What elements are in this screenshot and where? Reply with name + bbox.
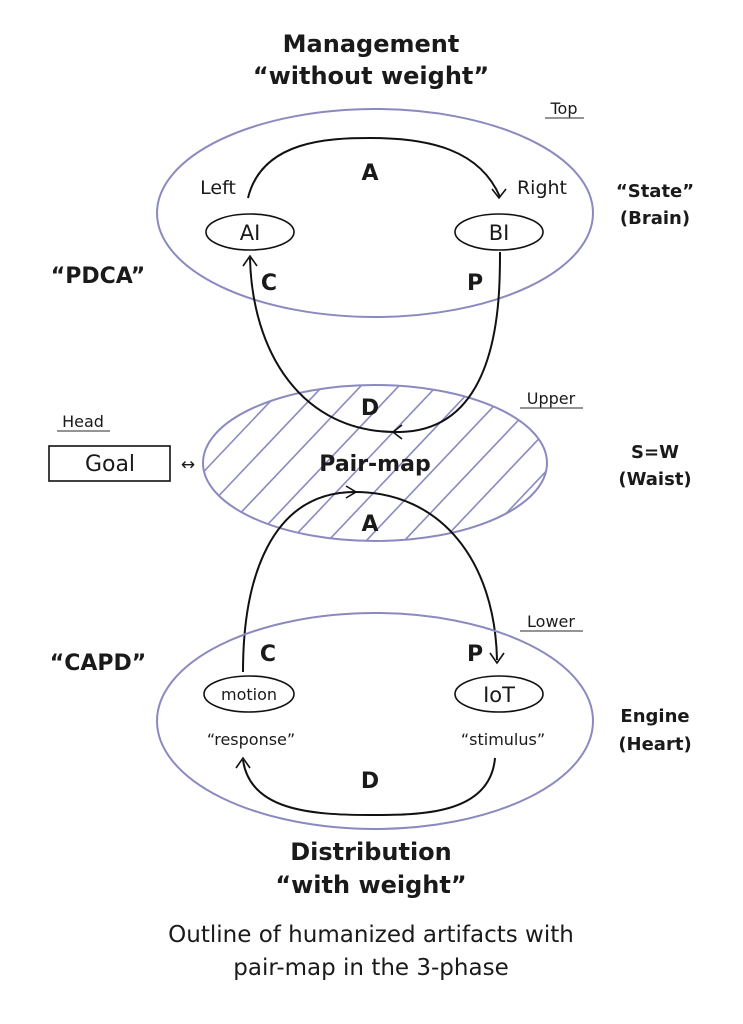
top-right-label: Right [517, 177, 567, 199]
upper-tag: Upper [527, 389, 576, 408]
top-arc-a [247, 136, 501, 199]
hatch-line [652, 370, 743, 560]
goal-label: Goal [85, 452, 135, 477]
lower-d-label: D [361, 769, 379, 794]
hatch-line [576, 370, 743, 560]
pdca-label: “PDCA” [51, 264, 145, 289]
node-bi-ellipse [454, 213, 544, 251]
node-ai-label: AI [240, 221, 261, 245]
top-left-label: Left [200, 177, 236, 199]
brain-label: (Brain) [620, 208, 690, 229]
header-line1: Management [283, 30, 460, 58]
top-loop-arrowhead-d [391, 424, 403, 440]
middle-hatching [203, 370, 743, 560]
top-arc-a-arrowhead [491, 188, 507, 200]
hatch-line [423, 385, 547, 541]
hatch-line [309, 385, 491, 541]
lower-p-label: P [467, 642, 483, 667]
waist-label: (Waist) [618, 469, 691, 490]
top-phase-ellipse [156, 108, 594, 318]
top-loop-arc-pd-c [249, 251, 501, 434]
lower-arc-d [242, 757, 496, 817]
node-bi-label: BI [489, 221, 510, 245]
state-label: “State” [616, 181, 694, 202]
top-p-label: P [467, 271, 483, 296]
footer-line1: Distribution [290, 838, 452, 866]
upper-d-label: D [361, 396, 379, 421]
pair-map-label: Pair-map [319, 452, 430, 477]
lower-tag: Lower [527, 612, 575, 631]
caption-line2: pair-map in the 3-phase [233, 955, 508, 981]
footer-line2: “with weight” [275, 871, 466, 899]
head-tag: Head [62, 412, 104, 431]
hatch-line [203, 385, 301, 541]
caption-line1: Outline of humanized artifacts with [168, 922, 574, 948]
top-c-label: C [261, 271, 277, 296]
upper-a-label: A [361, 512, 378, 537]
header-line2: “without weight” [253, 62, 489, 90]
hatch-line [614, 370, 743, 560]
hatch-line [271, 385, 453, 541]
hatch-line [690, 370, 743, 560]
stimulus-label: “stimulus” [461, 730, 545, 749]
capd-label: “CAPD” [50, 651, 146, 676]
engine-label: Engine [620, 706, 689, 727]
top-loop-arrowhead-ai [242, 254, 258, 267]
node-iot-label: IoT [483, 683, 515, 707]
node-motion-label: motion [221, 685, 277, 704]
lower-c-label: C [260, 642, 276, 667]
goal-box [48, 445, 171, 482]
node-ai-ellipse [205, 213, 295, 251]
top-tag: Top [550, 99, 578, 118]
response-label: “response” [207, 730, 295, 749]
bottom-loop-arrowhead-a [345, 485, 358, 499]
lower-phase-ellipse [156, 612, 594, 830]
sw-label: S=W [631, 442, 679, 463]
node-motion-ellipse [203, 675, 295, 713]
goal-link-arrow-icon: ↔ [181, 455, 195, 475]
node-iot-ellipse [454, 675, 544, 713]
middle-phase-ellipse [202, 384, 548, 542]
lower-arc-d-arrowhead [235, 756, 251, 769]
bottom-loop-arrowhead-iot [489, 652, 505, 665]
top-arc-label-a: A [361, 161, 378, 186]
heart-label: (Heart) [618, 734, 691, 755]
